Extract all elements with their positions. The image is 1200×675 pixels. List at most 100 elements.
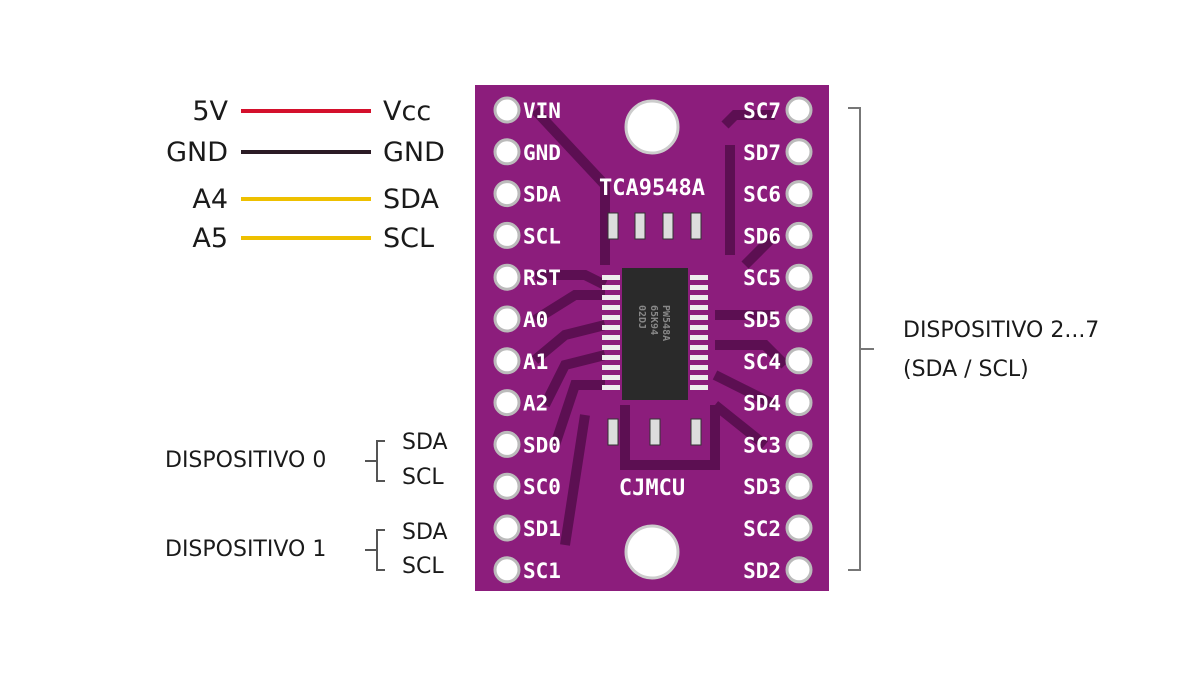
pin-pad-scl	[493, 221, 521, 249]
wire-black	[241, 150, 371, 154]
traces	[531, 106, 789, 546]
pin-label-sc2: SC2	[743, 517, 781, 541]
ic-lead	[690, 295, 708, 300]
pin-pad-sd4	[785, 389, 813, 417]
arduino-5v-label: 5V	[192, 96, 228, 127]
pin-label-sd4: SD4	[743, 392, 781, 416]
pin-label-sc1: SC1	[523, 559, 561, 583]
pin-pad-sda	[493, 180, 521, 208]
pin-pad-sc0	[493, 472, 521, 500]
ic-lead	[690, 325, 708, 330]
svg-text:PW548A: PW548A	[660, 305, 671, 341]
ic-lead	[690, 305, 708, 310]
pin-label-sd5: SD5	[743, 308, 781, 332]
ic-lead	[690, 345, 708, 350]
pin-label-sc3: SC3	[743, 433, 781, 457]
pin-pad-sd5	[785, 305, 813, 333]
ic-lead	[690, 385, 708, 390]
arduino-gnd-label: GND	[166, 137, 228, 168]
ic-lead	[602, 285, 620, 290]
pin-pad-sd3	[785, 472, 813, 500]
pin-label-scl: SCL	[523, 224, 561, 248]
pin-pad-sc7	[785, 96, 813, 124]
ic-lead	[690, 365, 708, 370]
board-gnd-label: GND	[383, 137, 445, 168]
ic-lead	[602, 365, 620, 370]
arduino-a5-label: A5	[192, 223, 228, 254]
pin-label-rst: RST	[523, 266, 561, 290]
board-scl-label: SCL	[383, 223, 435, 254]
pin-pad-rst	[493, 263, 521, 291]
device-1-sda: SDA	[402, 520, 448, 545]
pin-pad-sc2	[785, 514, 813, 542]
brand-label: CJMCU	[619, 476, 685, 501]
pin-label-sd6: SD6	[743, 224, 781, 248]
pin-pad-sd6	[785, 221, 813, 249]
pin-label-vin: VIN	[523, 99, 561, 123]
pin-label-sc4: SC4	[743, 350, 781, 374]
pin-pad-a0	[493, 305, 521, 333]
pin-label-a0: A0	[523, 308, 548, 332]
ic-lead	[690, 335, 708, 340]
ic-lead	[602, 305, 620, 310]
pin-label-sd3: SD3	[743, 475, 781, 499]
pin-pad-sd0	[493, 430, 521, 458]
ic-pins	[602, 275, 708, 390]
pin-label-sd7: SD7	[743, 141, 781, 165]
pin-pad-vin	[493, 96, 521, 124]
device-1-scl: SCL	[402, 554, 444, 579]
pin-label-sc0: SC0	[523, 475, 561, 499]
pin-pad-sc1	[493, 556, 521, 584]
smd-components	[607, 212, 702, 446]
wire-yellow-sda	[241, 197, 371, 201]
device-1-bracket	[365, 529, 385, 571]
pin-pad-sc5	[785, 263, 813, 291]
pin-label-sc7: SC7	[743, 99, 781, 123]
pin-pad-sd1	[493, 514, 521, 542]
pin-label-sd0: SD0	[523, 433, 561, 457]
board-sda-label: SDA	[383, 184, 439, 215]
ic-lead	[602, 275, 620, 280]
device-2-7-bracket	[848, 107, 874, 571]
ic-lead	[602, 315, 620, 320]
pin-pad-a1	[493, 347, 521, 375]
ic-lead	[602, 335, 620, 340]
ic-marking: PW548A 65K94 02DJ	[636, 305, 671, 341]
device-0-sda: SDA	[402, 430, 448, 455]
pin-label-sc6: SC6	[743, 183, 781, 207]
arduino-a4-label: A4	[192, 184, 228, 215]
pin-label-a2: A2	[523, 392, 548, 416]
ic-lead	[602, 385, 620, 390]
device-0-label: DISPOSITIVO 0	[165, 448, 327, 473]
ic-lead	[602, 355, 620, 360]
pin-label-sd2: SD2	[743, 559, 781, 583]
ic-lead	[602, 295, 620, 300]
ic-lead	[690, 375, 708, 380]
device-0-bracket	[365, 440, 385, 482]
device-1-label: DISPOSITIVO 1	[165, 537, 327, 562]
ic-lead	[602, 325, 620, 330]
pin-pad-a2	[493, 389, 521, 417]
pin-label-a1: A1	[523, 350, 548, 374]
device-2-7-sub: (SDA / SCL)	[903, 357, 1029, 382]
pin-pad-sc3	[785, 430, 813, 458]
ic-chip	[622, 268, 688, 400]
tca9548a-board: TCA9548A CJMCU PW548A 65K94 02DJ VINGNDS…	[475, 85, 829, 591]
ic-lead	[602, 345, 620, 350]
pin-pad-sc6	[785, 180, 813, 208]
wire-red	[241, 109, 371, 113]
ic-lead	[690, 285, 708, 290]
pin-label-sda: SDA	[523, 183, 561, 207]
pin-pad-sc4	[785, 347, 813, 375]
board-vcc-label: Vcc	[383, 96, 432, 127]
pin-pad-sd2	[785, 556, 813, 584]
chip-label: TCA9548A	[599, 176, 705, 201]
mounting-hole-top	[624, 99, 680, 155]
device-2-7-label: DISPOSITIVO 2...7	[903, 318, 1100, 343]
pin-label-sd1: SD1	[523, 517, 561, 541]
ic-lead	[690, 315, 708, 320]
pin-pad-gnd	[493, 138, 521, 166]
svg-text:65K94: 65K94	[648, 305, 659, 335]
